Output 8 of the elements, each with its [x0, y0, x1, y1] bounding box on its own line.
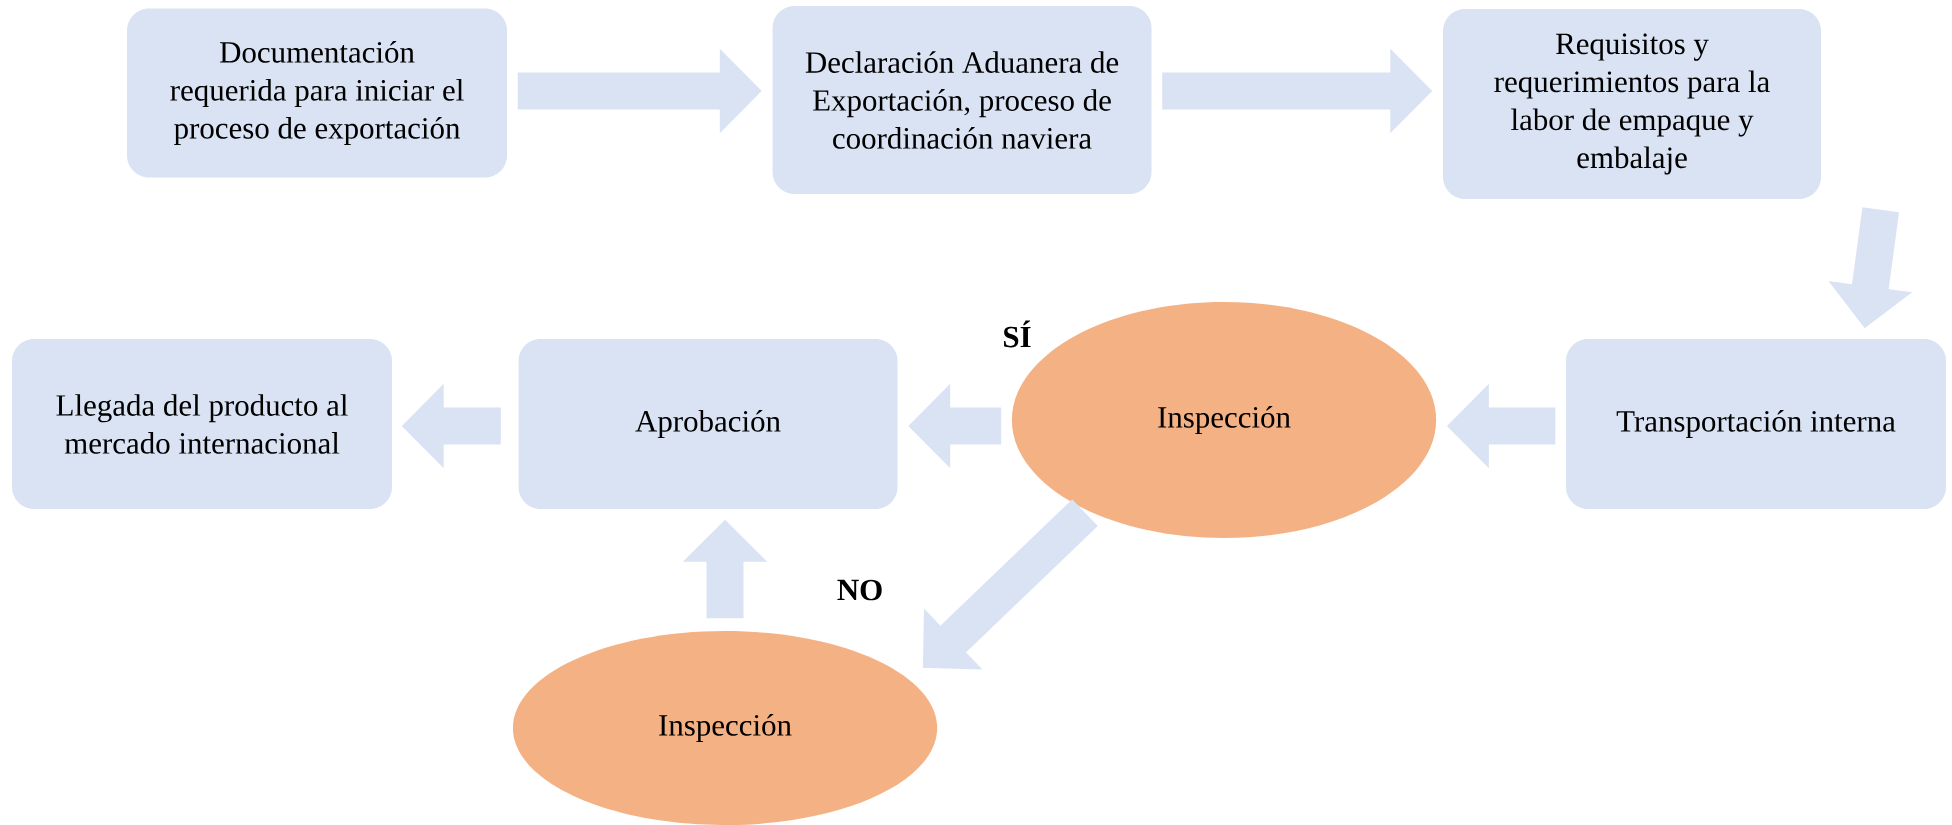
process-box: Requisitos y requerimientos para la labor de empaque y embalaje	[1443, 9, 1821, 199]
process-box: Aprobación	[518, 339, 898, 509]
process-box: Transportación interna	[1566, 339, 1946, 509]
process-box: Documentación requerida para iniciar el proceso de exportación	[127, 8, 507, 178]
edge-label: NO	[833, 576, 887, 604]
ellipse-node: Inspección	[512, 631, 938, 825]
process-box: Llegada del producto al mercado internacional	[12, 339, 392, 509]
process-box: Declaración Aduanera de Exportación, proceso de coordinación naviera	[772, 6, 1152, 194]
